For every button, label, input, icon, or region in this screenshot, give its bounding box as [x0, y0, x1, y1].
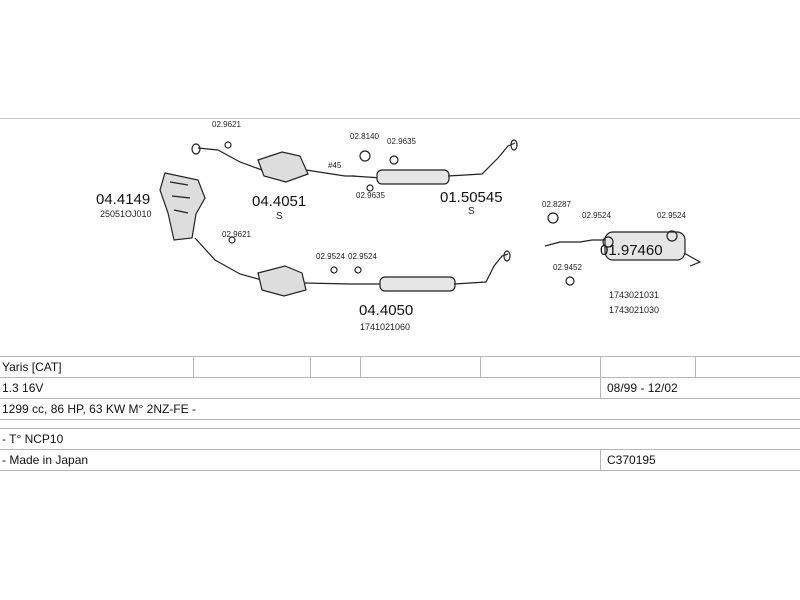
upper-front-pipe [197, 147, 263, 171]
upper-pipe-link [305, 169, 355, 177]
spec-type: - T° NCP10 [2, 432, 64, 446]
spec-model: Yaris [CAT] [2, 360, 62, 374]
lower-silencer [379, 276, 456, 292]
hanger-9524-b [666, 230, 678, 242]
hw-label-5: 02.9635 [356, 191, 385, 200]
clamp-9621-lower [228, 236, 236, 244]
hanger-8287 [547, 212, 559, 224]
spec-ref: C370195 [607, 453, 656, 467]
clamp-9524-b [354, 266, 362, 274]
spec-origin: - Made in Japan [2, 453, 89, 467]
upper-rear-pipe [447, 142, 516, 177]
spec-engine: 1.3 16V [2, 381, 44, 395]
part-oem2-0197460: 1743021030 [609, 305, 660, 315]
exhaust-system-diagram: 04.4149 25051OJ010 04.4051 S 01.50545 S … [0, 117, 800, 356]
spec-details: 1299 cc, 86 HP, 63 KW M° 2NZ-FE - [2, 402, 196, 416]
hw-label-1: 02.9621 [212, 120, 241, 129]
spec-years: 08/99 - 12/02 [607, 381, 678, 395]
hw-label-7: 02.9524 [316, 252, 345, 261]
clamp-9524-a [330, 266, 338, 274]
spec-spacer [0, 420, 800, 429]
hw-label-6: #45 [328, 161, 342, 170]
upper-rear-flange [510, 139, 518, 151]
part-oem-044050: 1741021060 [360, 322, 411, 332]
upper-catalyst [257, 151, 309, 183]
hw-label-9: 02.8287 [542, 200, 571, 209]
hw-label-2: 02.9621 [222, 230, 251, 239]
upper-flange [191, 143, 201, 155]
hanger-ring-8140 [359, 150, 371, 162]
part-number-0150545: 01.50545 [440, 189, 503, 206]
spec-row-model: Yaris [CAT] [0, 356, 800, 378]
clamp-9635-lower [366, 184, 374, 192]
vehicle-spec-table: Yaris [CAT] 1.3 16V 08/99 - 12/02 1299 c… [0, 356, 800, 471]
lower-rear-pipe [453, 253, 509, 285]
part-number-0197460: 01.97460 [600, 242, 663, 259]
spec-row-details: 1299 cc, 86 HP, 63 KW M° 2NZ-FE - [0, 399, 800, 420]
part-number-044051: 04.4051 [252, 193, 307, 210]
spec-row-engine: 1.3 16V 08/99 - 12/02 [0, 378, 800, 399]
lower-catalyst [257, 265, 307, 297]
part-oem1-0197460: 1743021031 [609, 290, 660, 300]
exhaust-drawing [0, 117, 800, 297]
hw-label-8: 02.9524 [348, 252, 377, 261]
lower-rear-flange [503, 250, 511, 262]
part-suffix-044051: S [276, 211, 283, 222]
part-suffix-0150545: S [468, 206, 475, 217]
middle-silencer [376, 169, 450, 185]
spec-row-type: - T° NCP10 [0, 429, 800, 450]
lower-mid-pipe [304, 282, 385, 285]
spec-row-origin: - Made in Japan C370195 [0, 450, 800, 471]
hanger-9452 [565, 276, 575, 286]
manifold-detail [169, 181, 191, 214]
clamp-9621-upper [224, 141, 232, 149]
tailpipe [683, 252, 702, 267]
hw-label-11: 02.9524 [657, 211, 686, 220]
hw-label-4: 02.9635 [387, 137, 416, 146]
part-number-044050: 04.4050 [359, 302, 414, 319]
hanger-9635 [389, 155, 399, 165]
hw-label-3: 02.8140 [350, 132, 379, 141]
lower-front-pipe [194, 237, 263, 281]
manifold-catalyst [159, 172, 206, 241]
hw-label-10: 02.9524 [582, 211, 611, 220]
hw-label-12: 02.9452 [553, 263, 582, 272]
hanger-9524-a [602, 236, 614, 248]
part-number-044149: 04.4149 [96, 191, 151, 208]
rear-inlet-pipe [544, 239, 610, 247]
part-oem-044149: 25051OJ010 [100, 209, 152, 219]
